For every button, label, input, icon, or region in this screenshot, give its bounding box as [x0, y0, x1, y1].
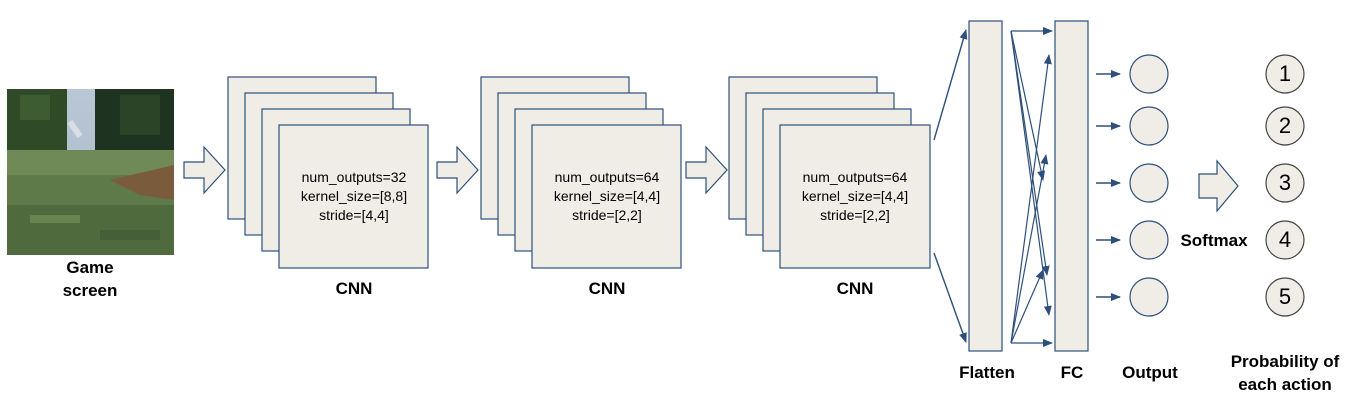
cnn-2-label: CNN — [588, 279, 626, 298]
input-arrow-1 — [183, 145, 226, 195]
probability-node — [1265, 220, 1305, 260]
cnn-3-params: num_outputs=64 kernel_size=[4,4] stride=… — [780, 168, 930, 225]
input-arrow-3 — [685, 145, 728, 195]
action-1-label: 1 — [1278, 61, 1292, 86]
probability-nodes — [1265, 54, 1305, 317]
output-node — [1129, 220, 1169, 260]
softmax-arrow — [1198, 159, 1239, 213]
game-screen-label: Game screen — [30, 256, 150, 302]
output-label: Output — [1122, 363, 1178, 382]
softmax-label: Softmax — [1180, 231, 1248, 250]
fc-label: FC — [1060, 363, 1084, 382]
output-node — [1129, 163, 1169, 203]
probability-label: Probability of each action — [1215, 350, 1355, 396]
flatten-to-fc-connections — [1010, 27, 1053, 347]
cnn-2-num-outputs: num_outputs=64 — [554, 169, 660, 185]
fc-layer — [1054, 20, 1089, 352]
action-5-label: 5 — [1278, 284, 1292, 309]
probability-node — [1265, 54, 1305, 94]
action-4-label: 4 — [1278, 227, 1292, 252]
input-arrow-2 — [436, 145, 479, 195]
flatten-label: Flatten — [959, 363, 1015, 382]
fc-to-output-arrows — [1096, 70, 1121, 301]
game-screen-label-line1: Game — [66, 258, 114, 277]
cnn-2-stride: stride=[2,2] — [572, 207, 642, 223]
output-node — [1129, 277, 1169, 317]
cnn-2-kernel-size: kernel_size=[4,4] — [553, 188, 661, 204]
cnn-1-kernel-size: kernel_size=[8,8] — [300, 188, 408, 204]
cnn-3-num-outputs: num_outputs=64 — [802, 169, 908, 185]
output-nodes — [1129, 54, 1169, 317]
game-screen-image — [7, 89, 174, 255]
cnn-1-stride: stride=[4,4] — [319, 207, 389, 223]
flatten-layer — [968, 20, 1003, 352]
cnn-1-params: num_outputs=32 kernel_size=[8,8] stride=… — [279, 168, 429, 225]
probability-label-line1: Probability of — [1230, 352, 1340, 371]
cnn-3-stride: stride=[2,2] — [820, 207, 890, 223]
cnn-stack-2 — [480, 76, 682, 269]
probability-label-line2: each action — [1238, 375, 1332, 394]
probability-node — [1265, 163, 1305, 203]
cnn-stack-3 — [728, 76, 931, 269]
action-2-label: 2 — [1278, 113, 1292, 138]
cnn-3-kernel-size: kernel_size=[4,4] — [801, 188, 909, 204]
game-screen-label-line2: screen — [62, 281, 118, 300]
cnn-1-label: CNN — [335, 279, 373, 298]
probability-node — [1265, 106, 1305, 146]
output-node — [1129, 106, 1169, 146]
cnn-stack-1 — [227, 76, 429, 269]
cnn-to-flatten-arrow-top — [933, 29, 968, 141]
cnn-to-flatten-arrow-bottom — [933, 252, 967, 343]
output-node — [1129, 54, 1169, 94]
cnn-3-label: CNN — [836, 279, 874, 298]
action-3-label: 3 — [1278, 170, 1292, 195]
cnn-1-num-outputs: num_outputs=32 — [301, 169, 407, 185]
probability-node — [1265, 277, 1305, 317]
cnn-2-params: num_outputs=64 kernel_size=[4,4] stride=… — [532, 168, 682, 225]
